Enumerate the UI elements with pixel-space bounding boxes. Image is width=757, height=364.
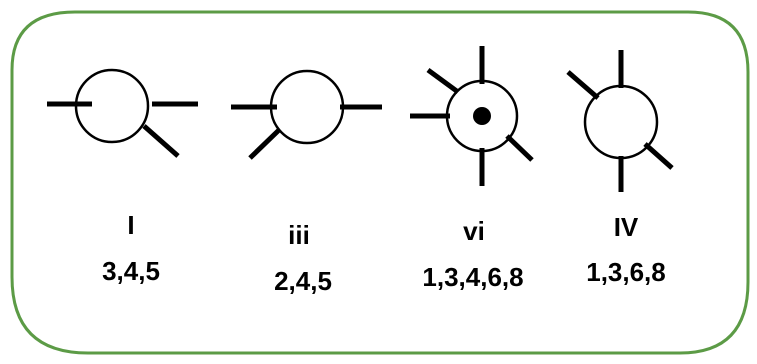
diagram-3-positions: 1,3,4,6,8	[422, 262, 523, 292]
circle-diagram-1	[47, 68, 198, 158]
diagram-3-center-dot	[473, 107, 491, 125]
diagram-2-roman: iii	[288, 220, 310, 250]
diagram-4-positions: 1,3,6,8	[586, 257, 666, 287]
diagram-4-substituent-lower-right	[643, 142, 674, 170]
diagram-1-positions: 3,4,5	[102, 256, 160, 286]
diagram-3-substituent-upper-left	[426, 67, 460, 95]
panel-border	[10, 10, 750, 355]
diagram-4-roman: IV	[614, 212, 639, 242]
circle-diagram-2	[231, 69, 382, 160]
diagram-1-roman: I	[127, 210, 134, 240]
diagram-3-substituent-lower-right	[505, 134, 534, 162]
diagram-2-substituent-lower-left	[248, 128, 281, 160]
diagram-4-substituent-upper-left	[566, 70, 600, 100]
diagram-3-roman: vi	[463, 216, 485, 246]
circle-diagram-3	[410, 46, 534, 186]
diagram-1-substituent-lower-right	[142, 124, 180, 158]
circle-diagram-4	[566, 50, 674, 192]
diagram-2-circle	[269, 69, 345, 145]
diagram-2-positions: 2,4,5	[274, 266, 332, 296]
